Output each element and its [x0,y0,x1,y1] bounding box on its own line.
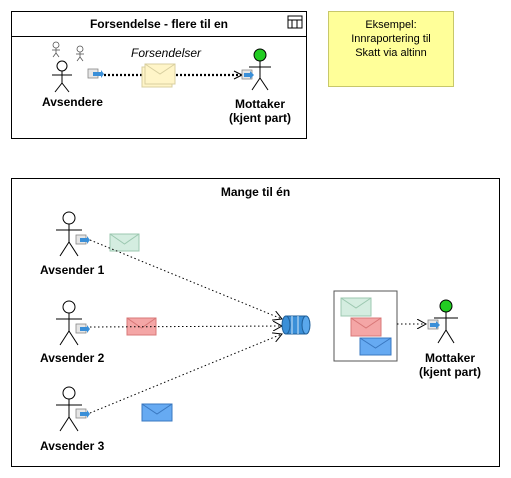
flow-line-1 [89,239,282,319]
envelope-blue-icon [141,403,173,422]
frame-title: Forsendelse - flere til en [12,12,306,37]
receiver-actor-icon [434,299,458,344]
receiver-actor-icon [249,48,271,91]
sender-3-actor-icon [56,386,82,432]
actor-small-icon [52,41,60,58]
send-port-icon [75,408,90,419]
sender-2-actor-icon [56,300,82,346]
diagram-frame-icon [287,15,303,29]
flow-line-2 [89,326,282,327]
receiver-label-line-2: (kjent part) [228,111,291,125]
sender-2-label: Avsender 2 [40,351,105,365]
message-label: Forsendelser [131,46,202,60]
note-line-3: Skatt via altinn [355,47,427,59]
sender-actor-icon [52,60,72,93]
receiver-label-line-1: Mottaker [234,97,285,111]
frame-title: Mange til én [220,185,291,199]
receiver-label: Mottaker (kjent part) [410,351,490,379]
receive-port-icon [241,69,254,80]
envelope-red-icon [126,317,157,336]
note-line-2: Innraportering til [351,33,431,45]
receiver-label-line-2: (kjent part) [418,365,481,379]
receiver-label: Mottaker (kjent part) [220,97,300,125]
note-line-1: Eksempel: [365,19,417,31]
collection-envelope-green-icon [340,297,372,317]
collection-envelope-blue-icon [359,337,392,356]
send-port-icon [75,234,90,245]
send-port-icon [75,323,90,334]
envelope-yellow-icon [141,63,176,88]
example-note: Eksempel: Innraportering til Skatt via a… [328,11,454,87]
flow-line-3 [89,334,282,414]
queue-icon [281,315,311,335]
actor-small-icon [76,45,84,62]
receiver-label-line-1: Mottaker [424,351,475,365]
sender-3-label: Avsender 3 [40,439,105,453]
collection-envelope-red-icon [350,317,382,337]
sender-label: Avsendere [42,95,103,109]
envelope-green-icon [109,233,140,252]
sender-1-label: Avsender 1 [40,263,105,277]
send-port-icon [87,68,104,79]
sender-1-actor-icon [56,211,82,257]
receive-port-icon [427,319,440,330]
